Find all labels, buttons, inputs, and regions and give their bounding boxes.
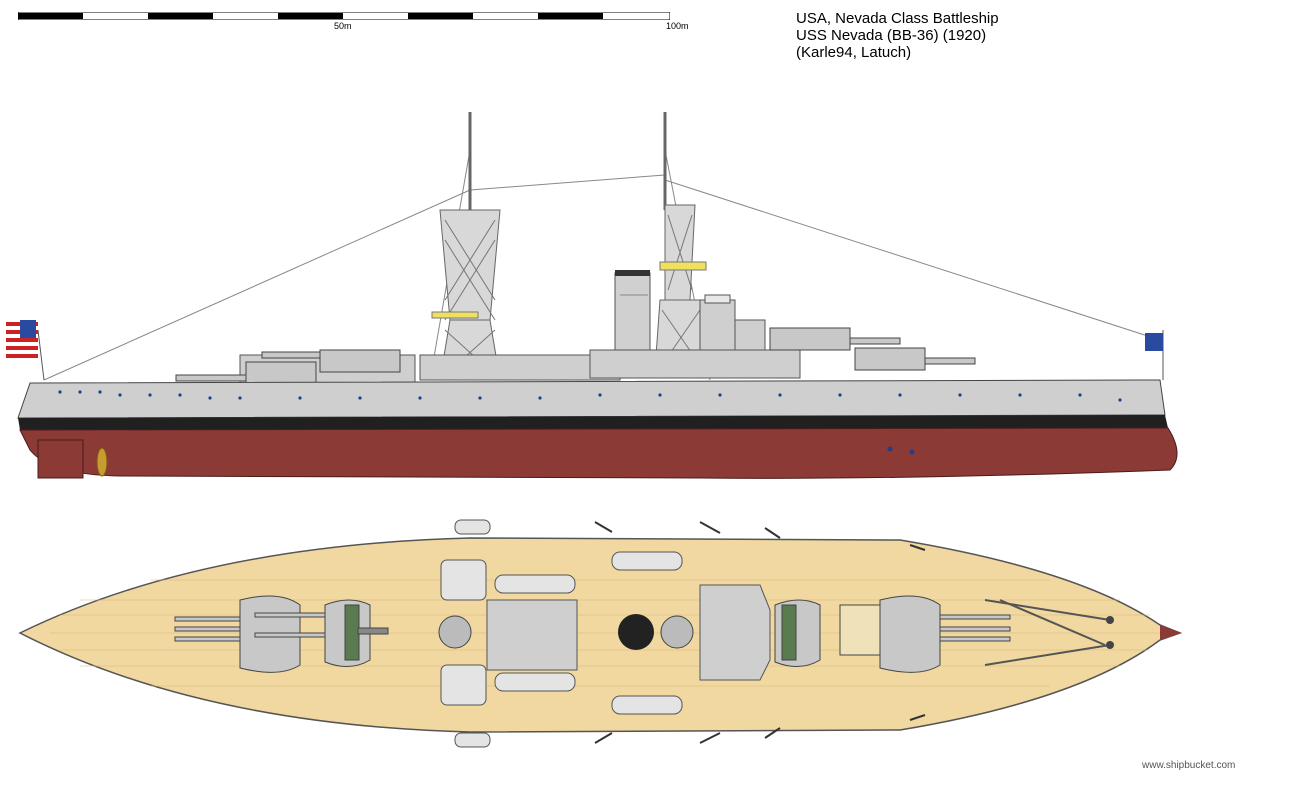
scale-label-100m: 100m: [666, 21, 689, 31]
deck-plan: [18, 519, 1183, 748]
anchors: [1106, 616, 1114, 649]
aft-seaplane: [344, 604, 389, 661]
stern-flag: [6, 320, 45, 381]
rudder: [37, 439, 84, 479]
scale-label-50m: 50m: [334, 21, 352, 31]
mast-top-fore: [438, 615, 472, 649]
title-line-class: USA, Nevada Class Battleship: [796, 10, 999, 27]
propeller: [96, 447, 108, 477]
boot-top: [18, 415, 1168, 430]
scale-bar: [18, 12, 670, 20]
bow-tip: [1160, 625, 1182, 640]
booms: [594, 521, 926, 744]
deck-outline: [18, 537, 1183, 733]
bridge-top: [699, 584, 771, 681]
mainmast: [654, 112, 707, 371]
hull-gray: [17, 379, 1166, 419]
side-profile: [6, 112, 1178, 479]
rigging: [43, 149, 1161, 381]
bow-jack: [1145, 330, 1164, 380]
foremast: [431, 112, 501, 381]
anchor-chains: [984, 599, 1111, 666]
title-line-authors: (Karle94, Latuch): [796, 44, 912, 61]
mast-top-main: [660, 615, 694, 649]
turrets-side: [175, 327, 976, 385]
portholes: [58, 390, 1122, 455]
title-block: USA, Nevada Class Battleship USS Nevada …: [796, 10, 999, 61]
fore-seaplane: [781, 604, 797, 661]
credit-text: www.shipbucket.com: [1142, 760, 1236, 771]
hull-red: [19, 427, 1178, 479]
boat-deck: [440, 519, 683, 748]
funnel-top: [618, 614, 654, 650]
title-line-ship: USS Nevada (BB-36) (1920): [796, 27, 987, 44]
funnel: [614, 270, 651, 354]
